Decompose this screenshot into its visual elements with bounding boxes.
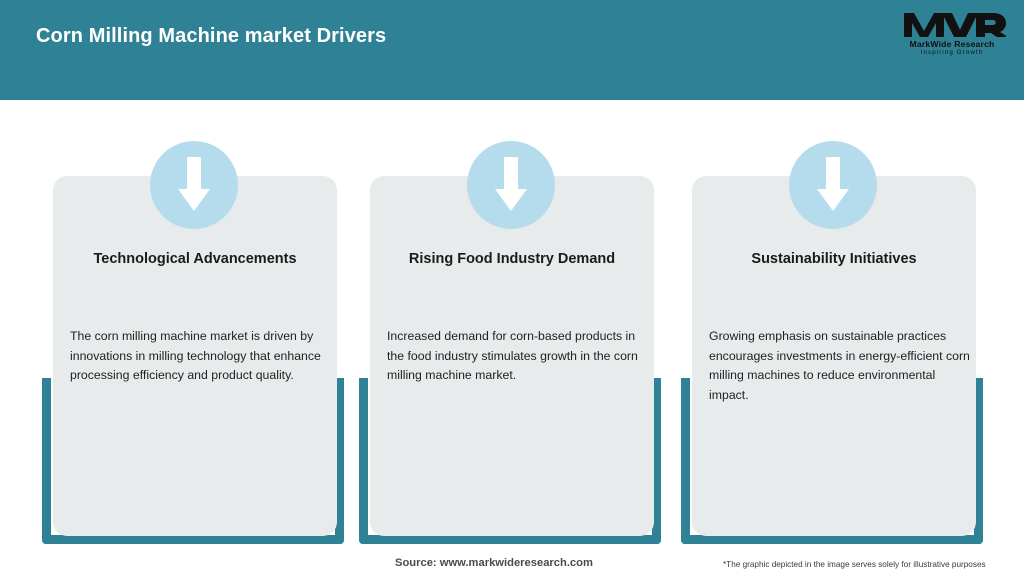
- card-panel: [692, 176, 976, 536]
- down-arrow-icon: [789, 141, 877, 229]
- logo-tagline: Inspiring Growth: [920, 49, 984, 56]
- logo-company-name: MarkWide Research: [909, 39, 995, 49]
- down-arrow-glyph: [817, 157, 849, 211]
- driver-cards-group: Technological Advancements The corn mill…: [0, 100, 1024, 546]
- card-body-text: Increased demand for corn-based products…: [387, 329, 638, 382]
- disclaimer-label: *The graphic depicted in the image serve…: [723, 560, 986, 569]
- source-label: Source: www.markwideresearch.com: [395, 557, 593, 569]
- driver-card[interactable]: Technological Advancements The corn mill…: [42, 100, 344, 546]
- brand-logo: MarkWide Research Inspiring Growth: [898, 10, 1006, 64]
- card-panel: [53, 176, 337, 536]
- driver-card[interactable]: Sustainability Initiatives Growing empha…: [681, 100, 983, 546]
- down-arrow-glyph: [495, 157, 527, 211]
- card-accent-bracket: [359, 378, 661, 544]
- card-accent-bracket: [42, 378, 344, 544]
- card-body-text: Growing emphasis on sustainable practice…: [709, 329, 970, 402]
- header-banner: Corn Milling Machine market Drivers Mark…: [0, 0, 1024, 100]
- card-panel: [370, 176, 654, 536]
- mwr-monogram-icon: [904, 13, 1006, 37]
- card-title: Rising Food Industry Demand: [408, 251, 616, 267]
- down-arrow-icon: [467, 141, 555, 229]
- card-body-text: The corn milling machine market is drive…: [70, 329, 321, 382]
- down-arrow-icon: [150, 141, 238, 229]
- card-title: Sustainability Initiatives: [751, 251, 917, 267]
- card-title: Technological Advancements: [93, 251, 297, 267]
- driver-card[interactable]: Rising Food Industry Demand Increased de…: [359, 100, 661, 546]
- page-title: Corn Milling Machine market Drivers: [36, 25, 387, 47]
- down-arrow-glyph: [178, 157, 210, 211]
- card-accent-bracket: [681, 378, 983, 544]
